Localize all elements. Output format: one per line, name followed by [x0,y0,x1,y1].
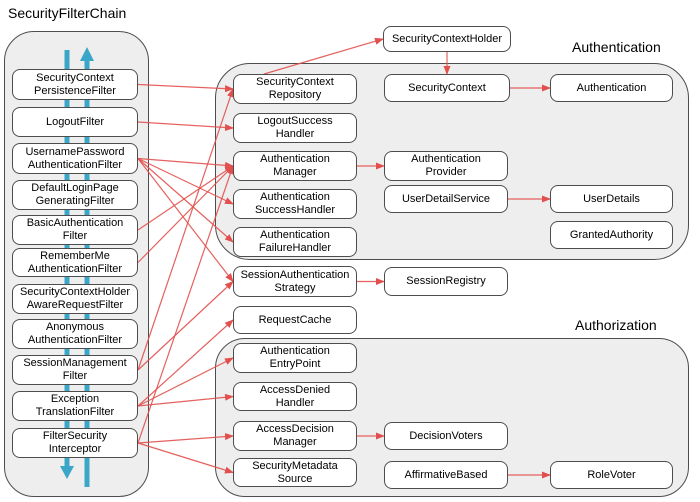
node-request-cache: RequestCache [233,306,357,334]
node-label: SessionAuthentication [240,268,350,281]
node-label: AuthenticationFilter [27,262,123,275]
node-label: AuthenticationFilter [27,334,123,346]
node-label: Authentication [260,191,330,204]
node-label: Strategy [274,281,316,294]
node-security-context-holder: SecurityContextHolder [383,26,511,52]
node-label: Provider [425,166,467,178]
node-label: Authentication [576,81,647,94]
node-label: SecurityContext [256,76,334,89]
group-label-authentication-group: Authentication [572,39,661,55]
node-label: AccessDenied [259,383,331,396]
node-label: SecurityContext [36,71,114,84]
node-role-voter: RoleVoter [550,461,673,489]
node-label: SecurityContext [408,81,486,94]
node-security-context: SecurityContext [384,74,510,102]
node-user-detail-service: UserDetailService [384,185,508,213]
node-granted-authority: GrantedAuthority [550,221,673,249]
node-label: AuthenticationFilter [27,158,123,171]
node-label: Exception [50,393,100,406]
node-label: AccessDecision [256,423,334,436]
node-label: UsernamePassword [25,145,125,158]
node-label: Filter [62,230,88,242]
node-label: Handler [275,128,315,140]
node-label: SecurityMetadata [252,459,338,472]
node-label: DecisionVoters [409,429,483,442]
node-label: Anonymous [45,321,105,334]
node-label: SessionRegistry [406,275,486,288]
node-label: UserDetails [583,192,640,205]
node-label: RememberMe [40,249,110,262]
node-label: BasicAuthentication [26,217,124,230]
node-label: UserDetailService [401,192,491,205]
node-label: Filter [62,370,88,382]
node-label: RequestCache [258,313,332,326]
node-logout-filter: LogoutFilter [12,107,138,137]
node-label: Handler [275,396,315,409]
node-authentication: Authentication [550,74,673,102]
node-label: SecurityContextHolder [391,32,503,45]
node-label: DefaultLoginPage [31,182,119,195]
node-label: Manager [273,166,317,178]
node-label: Repository [268,89,322,101]
node-label: AwareRequestFilter [26,299,124,311]
node-label: SuccessHandler [254,204,336,216]
node-label: GeneratingFilter [35,195,115,207]
node-label: Authentication [260,345,330,358]
node-label: Source [277,472,313,485]
node-label: Manager [273,436,317,448]
node-label: FilterSecurity [42,430,108,443]
group-label-authorization-group: Authorization [575,317,657,333]
node-label: TranslationFilter [35,406,115,418]
node-decision-voters: DecisionVoters [384,422,508,450]
node-label: Interceptor [48,443,102,455]
page-title: SecurityFilterChain [8,5,127,21]
node-label: FailureHandler [258,242,332,254]
node-label: GrantedAuthority [569,228,654,241]
node-label: SecurityContextHolder [19,286,131,299]
node-user-details: UserDetails [550,185,673,213]
node-label: LogoutFilter [45,115,105,128]
node-label: AffirmativeBased [404,468,488,481]
node-label: Authentication [260,229,330,242]
node-label: LogoutSuccess [257,115,333,128]
node-session-registry: SessionRegistry [384,267,508,296]
node-affirmative-based: AffirmativeBased [384,461,508,489]
node-label: SessionManagement [23,357,127,370]
node-label: Authentication [411,153,481,166]
node-label: RoleVoter [587,468,636,481]
node-label: Authentication [260,153,330,166]
node-label: EntryPoint [269,358,321,370]
node-label: PersistenceFilter [34,84,116,97]
